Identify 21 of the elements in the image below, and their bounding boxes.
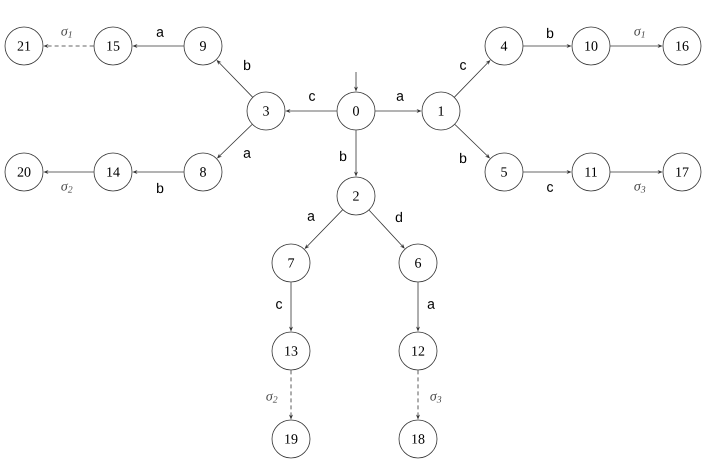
edge-label: σ$_{2}$ xyxy=(60,182,74,194)
edge-label: c xyxy=(546,183,554,193)
edge-label: b xyxy=(545,26,555,40)
edge-label: σ$_{3}$ xyxy=(632,182,648,194)
edge-label: σ$_{1}$ xyxy=(60,27,74,39)
edge-label: a xyxy=(242,149,252,159)
edge-label: c xyxy=(308,92,316,102)
edge-label: σ$_{3}$ xyxy=(428,392,444,404)
edge-label: b xyxy=(458,152,468,164)
edge-label: a xyxy=(426,300,436,310)
edge-label: a xyxy=(155,28,165,38)
edge-label: b xyxy=(242,58,252,72)
edge-label: d xyxy=(394,210,404,224)
edge-label: b xyxy=(338,150,348,162)
edge-label: σ$_{2}$ xyxy=(264,392,280,404)
edge-label: σ$_{1}$ xyxy=(632,27,648,39)
edge-label: a xyxy=(306,212,316,222)
edge-label: c xyxy=(274,300,284,310)
edge-label: c xyxy=(458,61,468,71)
edge-label: a xyxy=(395,92,405,102)
edge-label: b xyxy=(155,182,165,194)
